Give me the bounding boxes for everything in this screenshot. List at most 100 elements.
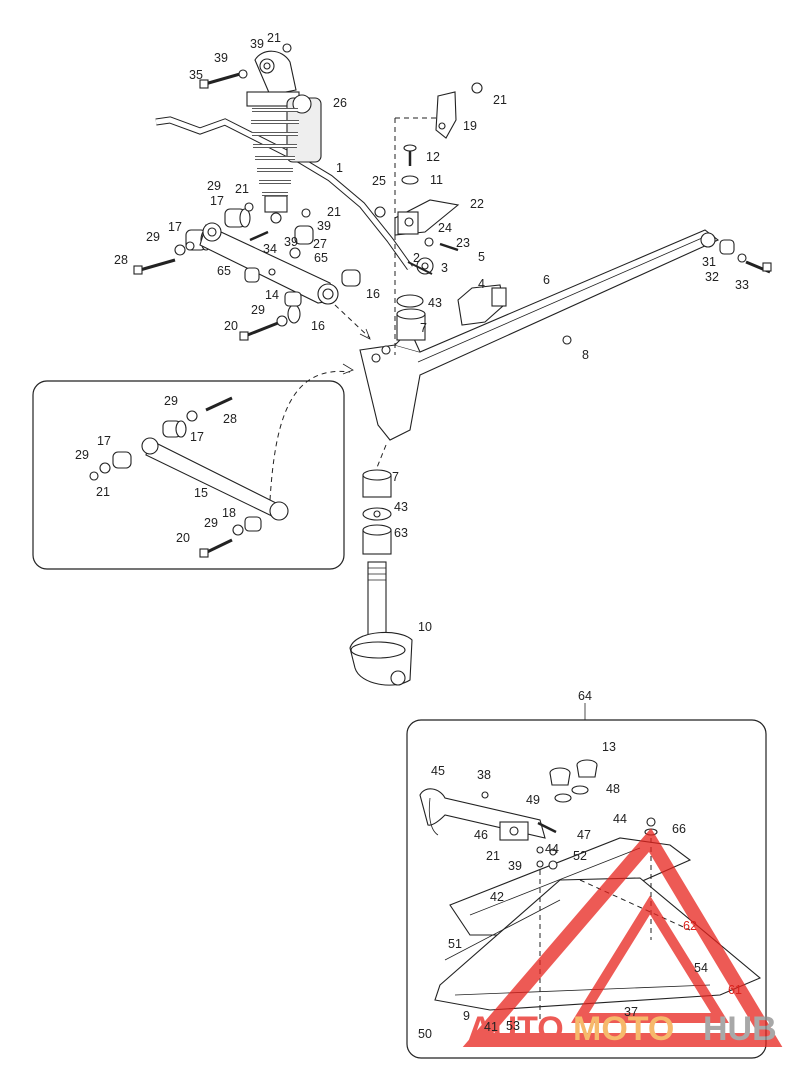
callout-c63: 63 [394, 526, 408, 540]
callout-c2: 2 [413, 251, 420, 265]
callout-c15: 15 [194, 486, 208, 500]
bolts-left [133, 43, 302, 341]
callout-c17a: 17 [210, 194, 224, 208]
fasteners-center [374, 144, 459, 252]
bolt-8 [562, 335, 572, 345]
callout-c62: 62 [683, 919, 697, 933]
callout-c48: 48 [606, 782, 620, 796]
callout-c16b: 16 [311, 319, 325, 333]
watermark-text-auto: AUTO [468, 1010, 564, 1048]
callout-c12: 12 [426, 150, 440, 164]
callout-c26: 26 [333, 96, 347, 110]
callout-c65a: 65 [217, 264, 231, 278]
callout-c17c: 17 [97, 434, 111, 448]
callout-c47: 47 [577, 828, 591, 842]
callout-c29b: 29 [146, 230, 160, 244]
callout-c4: 4 [478, 277, 485, 291]
callout-c18: 18 [222, 506, 236, 520]
callout-c21e: 21 [96, 485, 110, 499]
callout-c44b: 44 [545, 842, 559, 856]
callout-c29c: 29 [251, 303, 265, 317]
inset-box-ski-assembly [406, 719, 767, 1059]
callout-c17b: 17 [168, 220, 182, 234]
callout-c54: 54 [694, 961, 708, 975]
watermark-triangle-outer [462, 828, 783, 1047]
callout-c39e: 39 [508, 859, 522, 873]
callout-c52: 52 [573, 849, 587, 863]
callout-c28b: 28 [223, 412, 237, 426]
callout-c66: 66 [672, 822, 686, 836]
callout-c20a: 20 [224, 319, 238, 333]
callout-c7a: 7 [420, 321, 427, 335]
callout-c22: 22 [470, 197, 484, 211]
callout-c43b: 43 [394, 500, 408, 514]
inset-box-radius-rod [32, 380, 345, 570]
callout-c42: 42 [490, 890, 504, 904]
callout-c43a: 43 [428, 296, 442, 310]
spindle-stack [362, 469, 392, 555]
callout-c6: 6 [543, 273, 550, 287]
callout-c37: 37 [624, 1005, 638, 1019]
callout-c25: 25 [372, 174, 386, 188]
callout-c29d: 29 [164, 394, 178, 408]
callout-c29f: 29 [204, 516, 218, 530]
callout-c46: 46 [474, 828, 488, 842]
callout-c14: 14 [265, 288, 279, 302]
callout-c50: 50 [418, 1027, 432, 1041]
spindle-10 [349, 561, 413, 686]
callout-c29e: 29 [75, 448, 89, 462]
callout-c33: 33 [735, 278, 749, 292]
spindle-bushings-upper [396, 294, 426, 341]
callout-c44a: 44 [613, 812, 627, 826]
link-arrow-2 [359, 328, 371, 340]
callout-c11: 11 [430, 173, 443, 187]
callout-c21b: 21 [235, 182, 249, 196]
callout-c29a: 29 [207, 179, 221, 193]
callout-c19: 19 [463, 119, 477, 133]
callout-c39a: 39 [214, 51, 228, 65]
callout-c10: 10 [418, 620, 432, 634]
callout-c20b: 20 [176, 531, 190, 545]
callout-c53: 53 [506, 1019, 520, 1033]
callout-c31: 31 [702, 255, 716, 269]
shock-absorber [246, 50, 322, 224]
dashed-guide-left [394, 117, 436, 355]
callout-c61: 61 [728, 983, 742, 997]
callout-c8: 8 [582, 348, 589, 362]
callout-c45: 45 [431, 764, 445, 778]
callout-c17d: 17 [190, 430, 204, 444]
callout-c39b: 39 [250, 37, 264, 51]
dashed-guide-lower [375, 444, 387, 471]
callout-c27: 27 [313, 237, 327, 251]
callout-c7b: 7 [392, 470, 399, 484]
callout-c16a: 16 [366, 287, 380, 301]
callout-c9: 9 [463, 1009, 470, 1023]
link-arrow [342, 363, 354, 375]
callout-c65b: 65 [314, 251, 328, 265]
callout-c21d: 21 [493, 93, 507, 107]
watermark-text-hub: HUB [703, 1010, 777, 1048]
callout-c5: 5 [478, 250, 485, 264]
callout-c35: 35 [189, 68, 203, 82]
callout-c1: 1 [336, 161, 343, 175]
automotohub-watermark: AUTO MOTO HUB [462, 828, 783, 1048]
link-curve-inset [269, 370, 351, 501]
callout-c28a: 28 [114, 253, 128, 267]
watermark-text-moto: MOTO [573, 1010, 674, 1048]
callout-c39d: 39 [317, 219, 331, 233]
callout-c23: 23 [456, 236, 470, 250]
callout-c39c: 39 [284, 235, 298, 249]
link-arm-to-frame [334, 304, 371, 339]
ski-dash-3 [579, 879, 691, 931]
callout-c34: 34 [263, 242, 277, 256]
callout-c49: 49 [526, 793, 540, 807]
steering-arm-assembly [394, 199, 507, 326]
bracket-19 [435, 82, 483, 139]
callout-c32: 32 [705, 270, 719, 284]
watermark-triangle-inner [571, 895, 729, 1023]
frame-trailing-arm [359, 229, 772, 441]
callout-c38: 38 [477, 768, 491, 782]
